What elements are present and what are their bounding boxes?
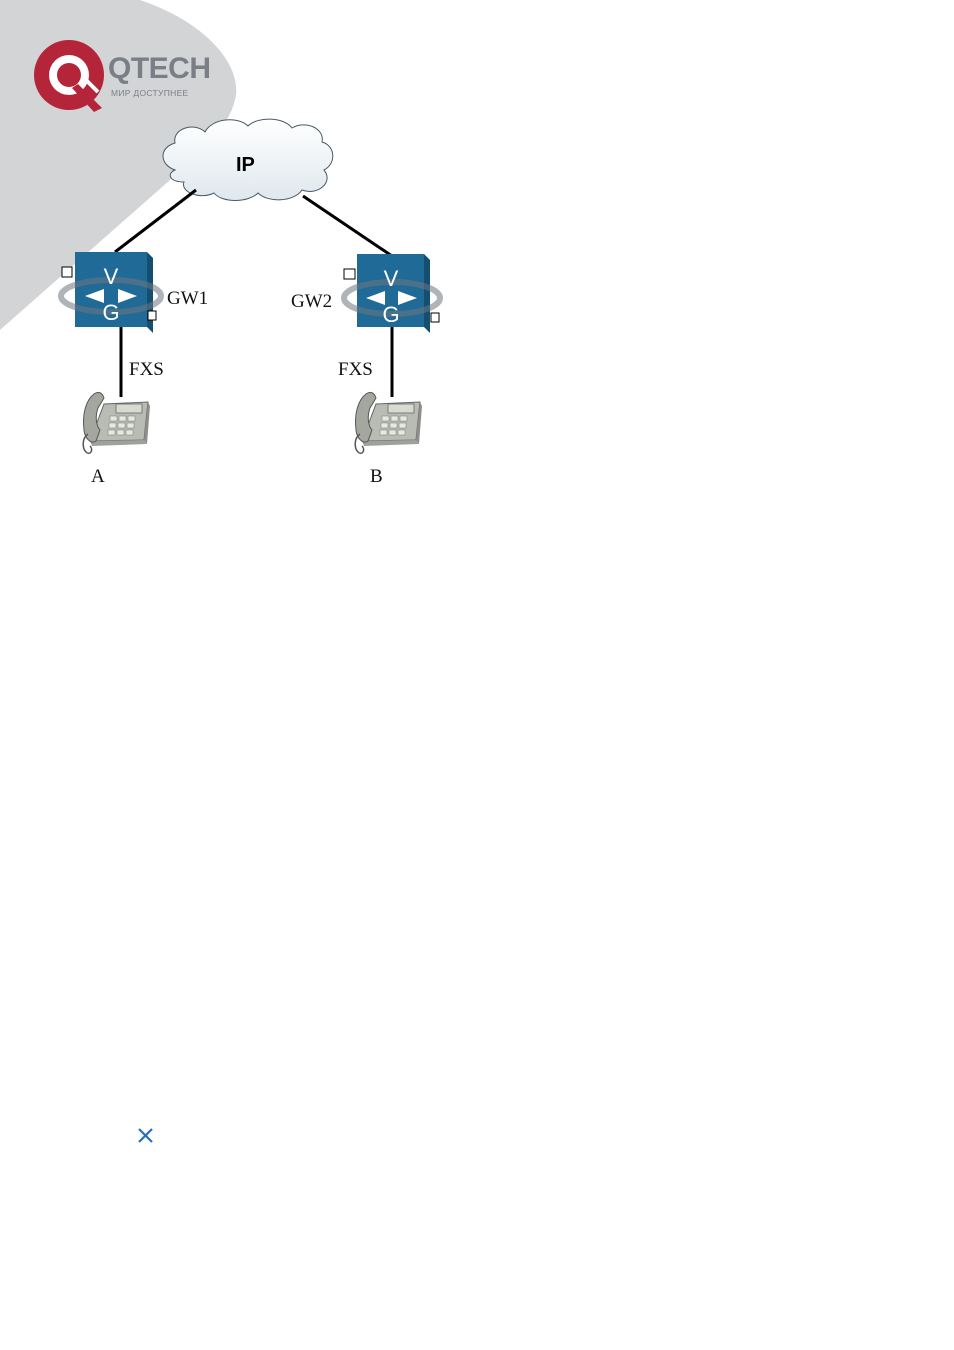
gateway-gw1: V G bbox=[61, 252, 161, 333]
link-ip-gw1 bbox=[115, 190, 196, 252]
phone-a-label: A bbox=[91, 466, 105, 488]
gw2-label: GW2 bbox=[291, 291, 332, 313]
svg-text:V: V bbox=[104, 264, 119, 289]
gateway-gw2: V G bbox=[344, 254, 440, 333]
ip-cloud-label: IP bbox=[236, 154, 255, 177]
svg-text:G: G bbox=[382, 302, 399, 327]
gw1-label: GW1 bbox=[167, 288, 208, 310]
phone-b-icon bbox=[355, 392, 422, 453]
link-ip-gw2 bbox=[303, 196, 392, 256]
svg-text:G: G bbox=[102, 300, 119, 325]
phone-b-label: B bbox=[370, 466, 383, 488]
svg-text:V: V bbox=[384, 266, 399, 291]
fxs-label-b: FXS bbox=[338, 359, 373, 381]
network-diagram: V G V G bbox=[0, 0, 954, 520]
fxs-label-a: FXS bbox=[129, 359, 164, 381]
phone-a-icon bbox=[83, 392, 150, 453]
close-icon[interactable] bbox=[136, 1125, 156, 1145]
